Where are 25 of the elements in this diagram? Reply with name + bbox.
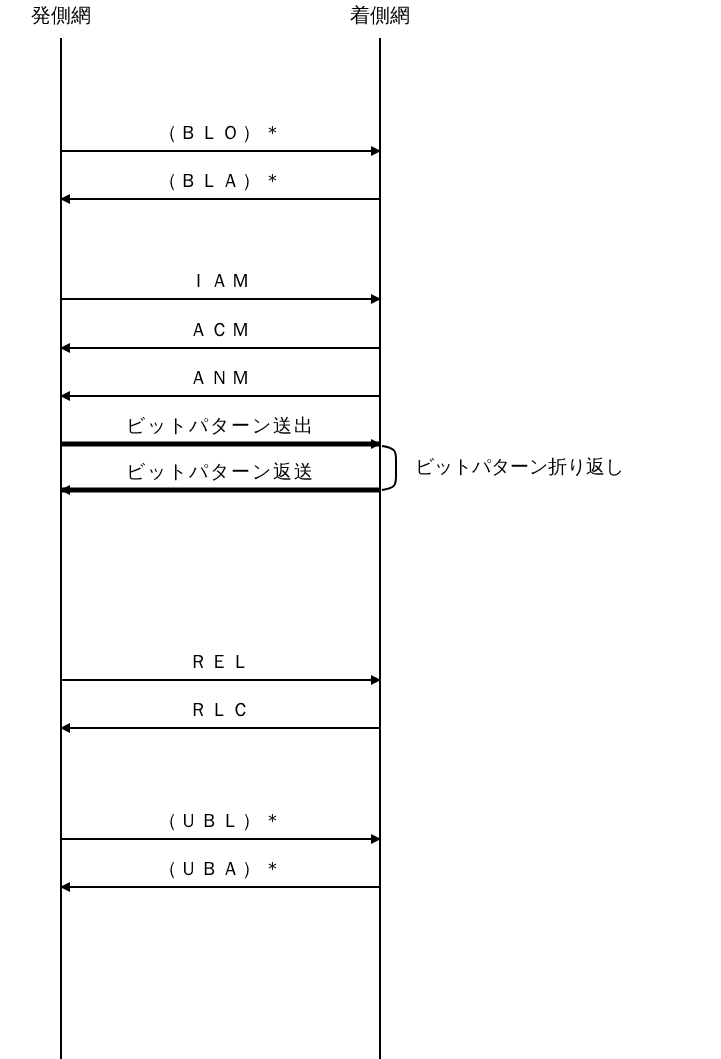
message-label: （ＵＢＬ）＊ <box>157 809 284 833</box>
arrow <box>60 294 381 304</box>
note-text: ビットパターン折り返し <box>415 455 624 479</box>
message-label: ＲＥＬ <box>189 650 252 674</box>
message-label: （ＢＬＡ）＊ <box>157 169 284 193</box>
participant-label: 発側網 <box>31 3 91 28</box>
participant-label: 着側網 <box>350 3 410 28</box>
message-label: （ＵＢＡ）＊ <box>157 857 284 881</box>
message-label: ＲＬＣ <box>189 698 252 722</box>
arrow <box>60 194 381 204</box>
arrow <box>60 485 380 495</box>
arrow <box>60 882 381 892</box>
arrow <box>61 439 381 449</box>
arrow <box>60 723 381 733</box>
message-label: ＩＡＭ <box>189 269 252 293</box>
arrow <box>60 675 381 685</box>
arrow <box>60 834 381 844</box>
arrow <box>60 146 381 156</box>
message-label: （ＢＬＯ）＊ <box>157 121 284 145</box>
message-label: ＡＣＭ <box>189 318 252 342</box>
arrow <box>60 391 381 401</box>
message-label: ビットパターン返送 <box>126 460 315 484</box>
message-label: ビットパターン送出 <box>126 414 315 438</box>
arrow <box>60 343 381 353</box>
message-label: ＡＮＭ <box>189 366 252 390</box>
